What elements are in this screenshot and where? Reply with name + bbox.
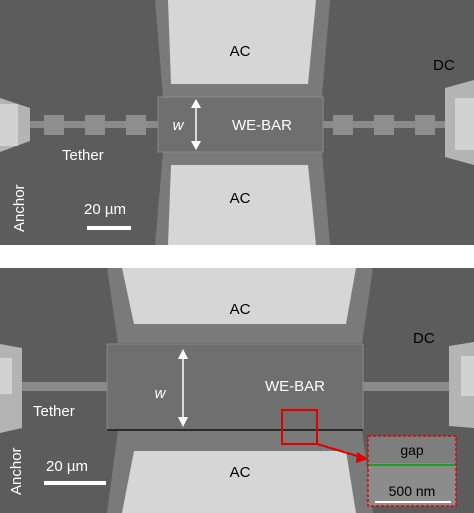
inset-gap-label: gap — [400, 442, 424, 458]
tether-node — [85, 115, 105, 135]
inset-scale-label: 500 nm — [389, 483, 436, 499]
sem-image-top-svg: AC AC WE-BAR w Tether Anchor DC 20 µm — [0, 0, 474, 245]
anchor-label: Anchor — [8, 447, 25, 495]
inset-scale-bar — [375, 501, 451, 503]
dc-label: DC — [433, 57, 455, 74]
top-electrode-pad — [122, 268, 356, 324]
tether-right — [363, 382, 449, 391]
we-bar-label: WE-BAR — [232, 117, 292, 134]
tether-label: Tether — [33, 403, 75, 420]
inset-upper-region — [368, 436, 456, 463]
anchor-left-pad — [0, 104, 18, 146]
sem-image-top: AC AC WE-BAR w Tether Anchor DC 20 µm — [0, 0, 474, 245]
sem-image-bottom: AC AC WE-BAR w Tether Anchor DC 20 µm ga… — [0, 268, 474, 513]
width-arrow-head — [191, 99, 201, 108]
anchor-right-pad — [461, 356, 474, 396]
highlight-box — [281, 409, 318, 445]
scale-label: 20 µm — [84, 201, 126, 218]
width-label: w — [173, 117, 185, 134]
width-label: w — [155, 385, 167, 402]
ac-label-bottom: AC — [230, 190, 251, 207]
inset-border — [367, 435, 457, 507]
width-arrow-head — [178, 349, 188, 359]
width-arrow-head — [178, 417, 188, 427]
width-arrow-head — [191, 141, 201, 150]
top-electrode-pad — [168, 0, 316, 84]
bottom-electrode-pad — [122, 451, 356, 513]
anchor-left-pad — [0, 358, 12, 394]
sem-image-bottom-svg: AC AC WE-BAR w Tether Anchor DC 20 µm ga… — [0, 268, 474, 513]
tether-node — [333, 115, 353, 135]
scale-label: 20 µm — [46, 458, 88, 475]
we-bar-label: WE-BAR — [265, 378, 325, 395]
dc-label: DC — [413, 330, 435, 347]
tether-left — [22, 382, 107, 391]
tether-node — [374, 115, 394, 135]
tether-label: Tether — [62, 147, 104, 164]
inset-lower-region — [368, 466, 456, 506]
inset-pointer-line — [316, 443, 365, 459]
anchor-right-pad — [455, 98, 474, 150]
ac-label-top: AC — [230, 43, 251, 60]
tether-node — [415, 115, 435, 135]
ac-label-top: AC — [230, 301, 251, 318]
bottom-electrode-pad — [168, 165, 316, 245]
tether-node — [44, 115, 64, 135]
scale-bar — [44, 481, 106, 485]
ac-label-bottom: AC — [230, 464, 251, 481]
anchor-label: Anchor — [11, 184, 28, 232]
tether-node — [126, 115, 146, 135]
inset-pointer-arrow — [356, 452, 368, 463]
scale-bar — [87, 226, 131, 230]
